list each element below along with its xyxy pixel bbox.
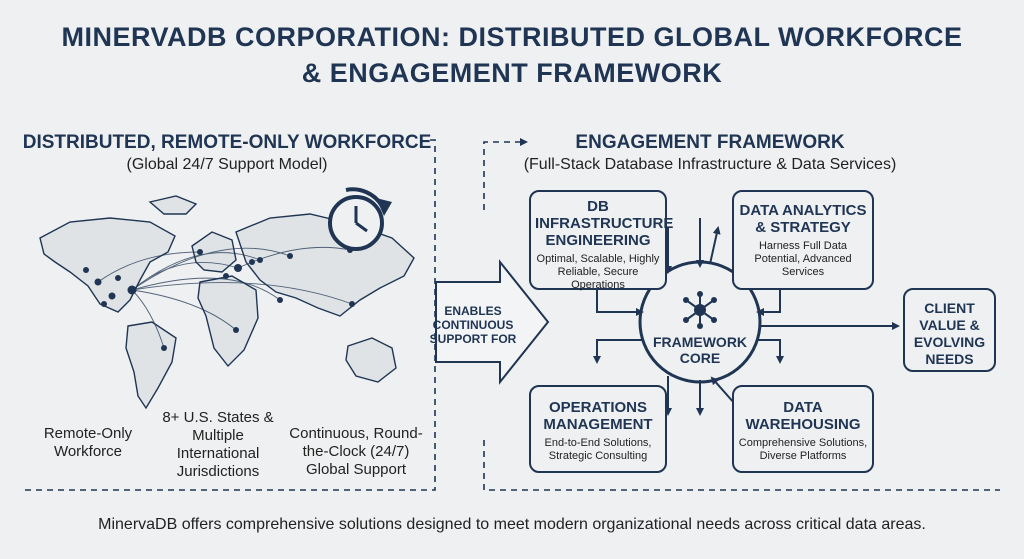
enables-arrow-label: ENABLES CONTINUOUS SUPPORT FOR (429, 304, 517, 346)
network-hub-icon (683, 291, 717, 329)
data-analytics-box: DATA ANALYTICS & STRATEGY Harness Full D… (732, 190, 874, 290)
data-warehousing-title: DATA WAREHOUSING (745, 399, 861, 433)
operations-management-title: OPERATIONS MANAGEMENT (543, 399, 653, 433)
client-value-box: CLIENT VALUE & EVOLVING NEEDS (903, 288, 996, 372)
data-analytics-desc: Harness Full Data Potential, Advanced Se… (754, 240, 852, 278)
operations-management-box: OPERATIONS MANAGEMENT End-to-End Solutio… (529, 385, 667, 473)
label-remote-only: Remote-Only Workforce (43, 425, 133, 460)
db-infrastructure-box: DB INFRASTRUCTURE ENGINEERING Optimal, S… (529, 190, 674, 291)
client-value-text: CLIENT VALUE & EVOLVING NEEDS (913, 300, 986, 367)
framework-heading: ENGAGEMENT FRAMEWORK (575, 132, 845, 153)
workforce-heading: DISTRIBUTED, REMOTE-ONLY WORKFORCE (22, 132, 432, 153)
operations-management-desc: End-to-End Solutions, Strategic Consulti… (544, 437, 652, 462)
label-global-support: Continuous, Round-the-Clock (24/7) Globa… (289, 425, 423, 478)
framework-core-label: FRAMEWORK CORE (652, 334, 748, 366)
framework-subheading: (Full-Stack Database Infrastructure & Da… (523, 156, 897, 173)
db-infrastructure-desc: Optimal, Scalable, Highly Reliable, Secu… (536, 253, 660, 291)
page-title-line2: & ENGAGEMENT FRAMEWORK (301, 58, 723, 88)
page-title-line1: MINERVADB CORPORATION: DISTRIBUTED GLOBA… (61, 22, 963, 52)
workforce-subheading: (Global 24/7 Support Model) (126, 156, 328, 173)
label-jurisdictions: 8+ U.S. States & Multiple International … (162, 409, 274, 480)
enables-arrow (435, 259, 550, 385)
world-map-icon (39, 195, 415, 410)
data-warehousing-box: DATA WAREHOUSING Comprehensive Solutions… (732, 385, 874, 473)
data-warehousing-desc: Comprehensive Solutions, Diverse Platfor… (738, 437, 868, 462)
data-analytics-title: DATA ANALYTICS & STRATEGY (739, 202, 867, 236)
footer-text: MinervaDB offers comprehensive solutions… (98, 516, 926, 533)
db-infrastructure-title: DB INFRASTRUCTURE ENGINEERING (535, 198, 674, 249)
clock-icon (328, 187, 392, 251)
